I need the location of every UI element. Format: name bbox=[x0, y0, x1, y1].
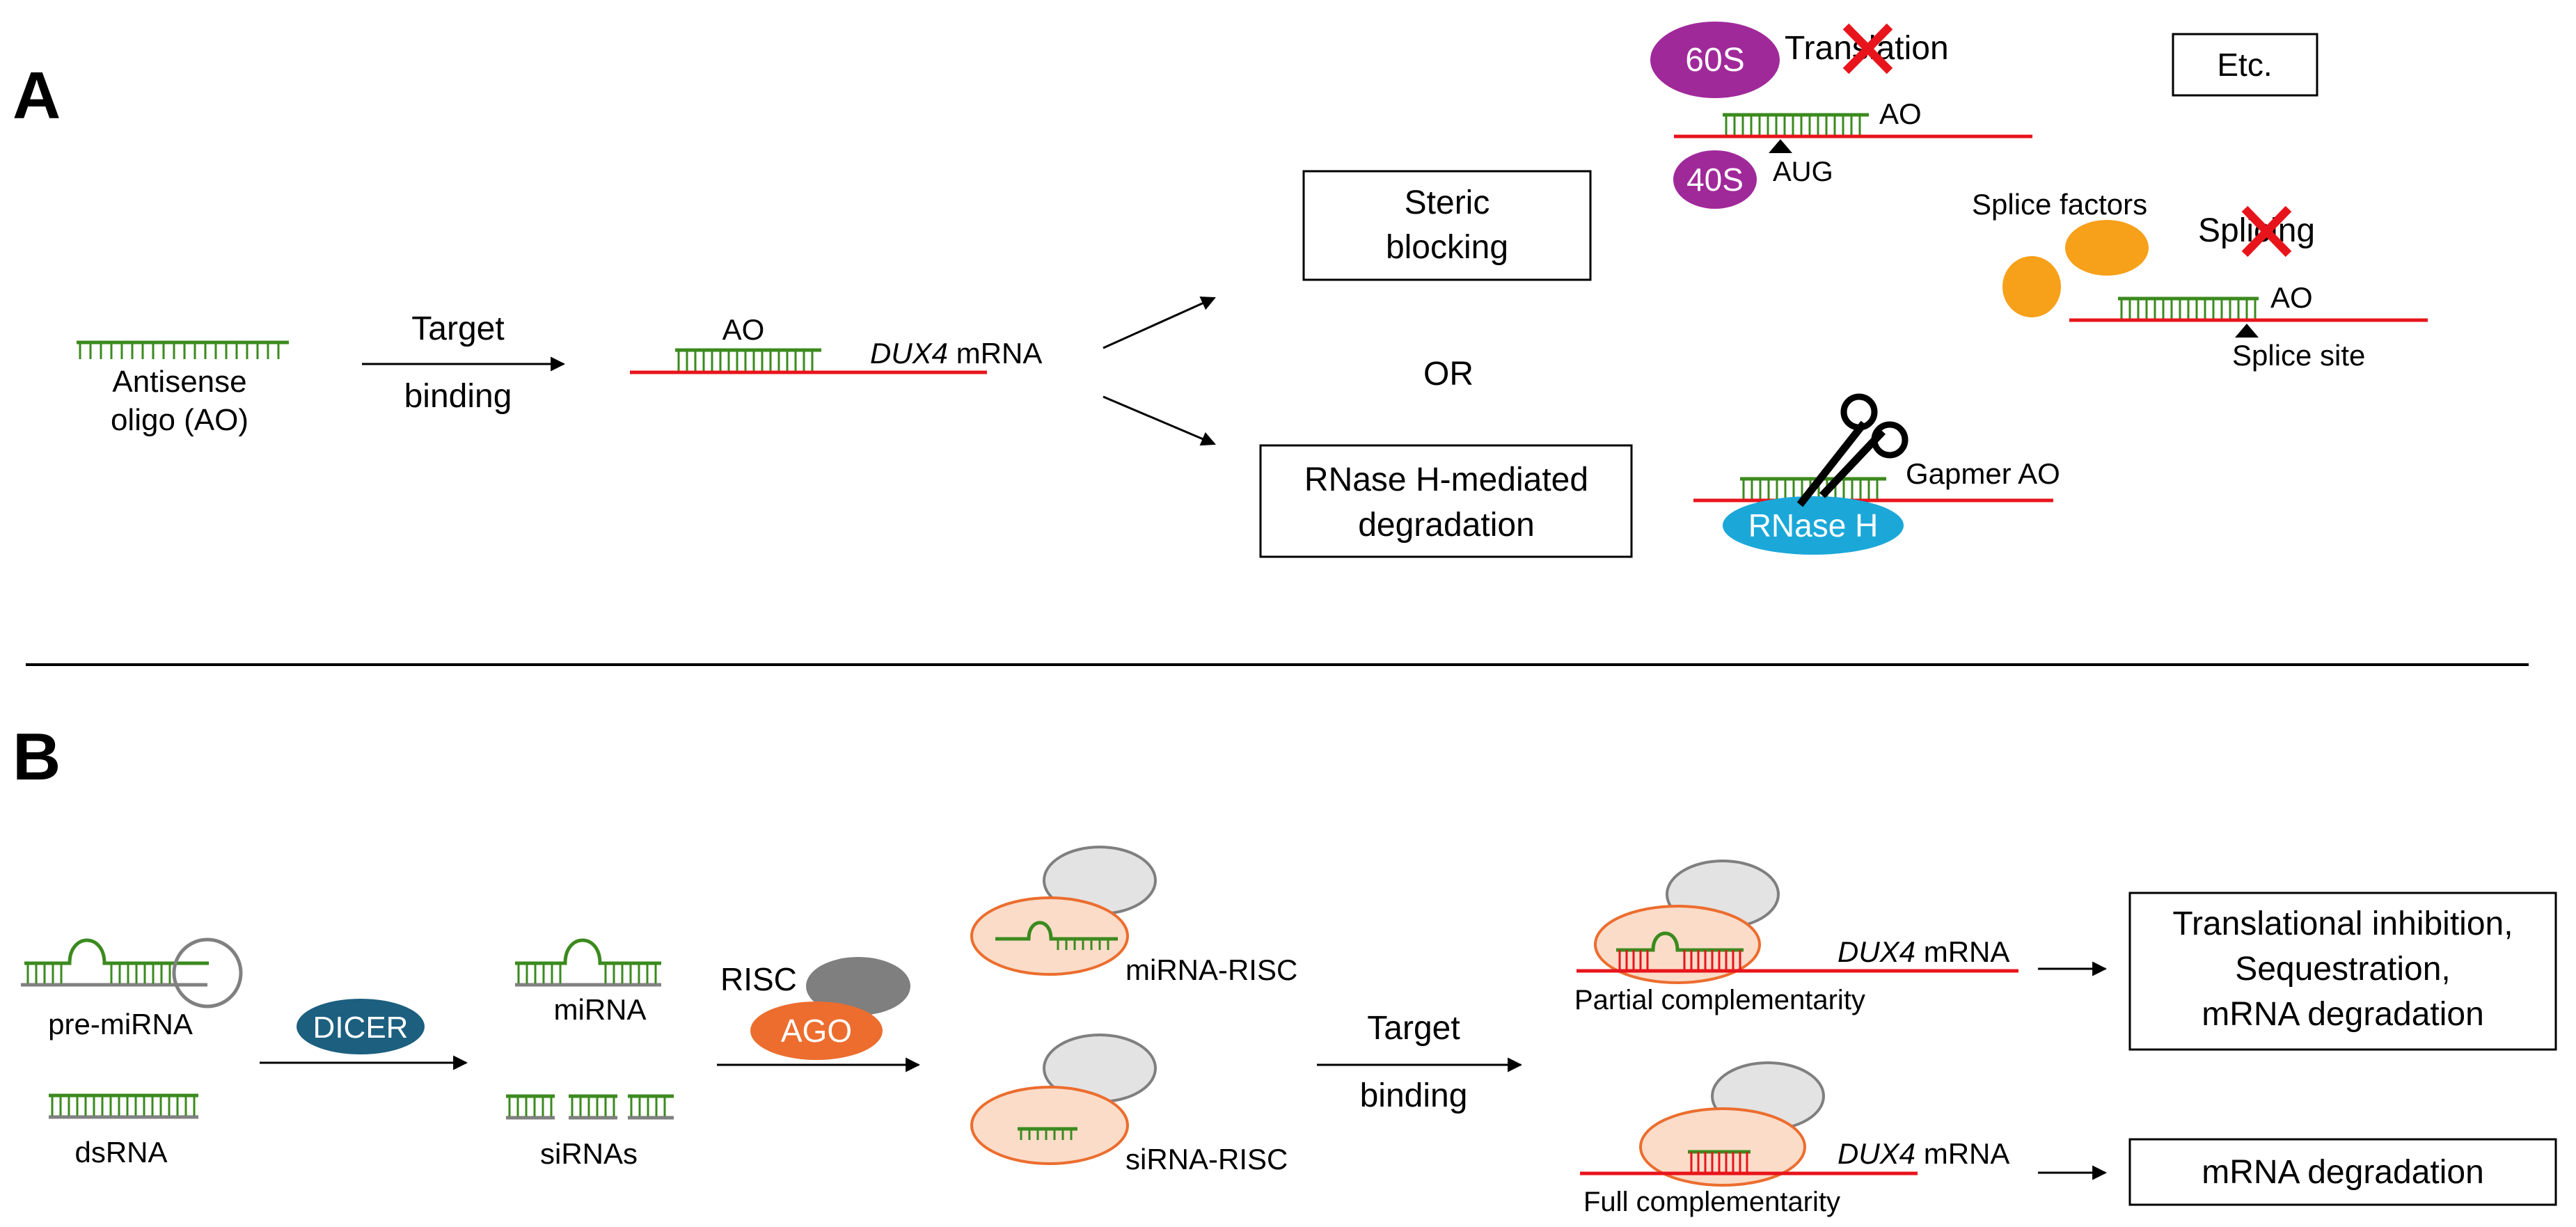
etc-label: Etc. bbox=[2217, 47, 2272, 83]
sirnas-icon bbox=[506, 1094, 674, 1120]
steric-line2: blocking bbox=[1386, 229, 1508, 266]
rnase-h-box bbox=[1259, 444, 1633, 558]
sirna-risc-strand-icon bbox=[1018, 1127, 1077, 1140]
partial-outcome-line3: mRNA degradation bbox=[2202, 996, 2484, 1033]
risc-label: RISC bbox=[720, 961, 797, 997]
gapmer-label: Gapmer AO bbox=[1906, 457, 2060, 490]
ao-translation-label: AO bbox=[1879, 97, 1922, 130]
dicer-label: DICER bbox=[313, 1011, 409, 1045]
ao-duplex-icon bbox=[630, 348, 987, 374]
ao-bound-label: AO bbox=[722, 313, 765, 346]
ribosome-60s-label: 60S bbox=[1685, 42, 1744, 79]
steric-blocking-box bbox=[1302, 170, 1592, 281]
arrow-to-steric bbox=[1103, 296, 1216, 349]
ribosome-40s-label: 40S bbox=[1686, 161, 1744, 198]
ao-splice-duplex-icon bbox=[2069, 296, 2428, 322]
full-duplex-icon bbox=[1580, 1150, 1918, 1175]
splice-site-label: Splice site bbox=[2232, 339, 2365, 372]
dux4-mrna-label-full: DUX4 mRNA bbox=[1838, 1137, 2009, 1170]
rnase-h-label: RNase H bbox=[1748, 507, 1879, 544]
partial-duplex-icon bbox=[1577, 931, 2018, 973]
sirnas-label: siRNAs bbox=[540, 1137, 638, 1170]
aug-label: AUG bbox=[1773, 157, 1833, 187]
mirna-icon bbox=[515, 938, 661, 987]
partial-outcome-box bbox=[2128, 892, 2557, 1051]
dicer-icon bbox=[297, 999, 425, 1054]
mirna-risc-label: miRNA-RISC bbox=[1125, 953, 1297, 986]
partial-complementarity-label: Partial complementarity bbox=[1574, 985, 1865, 1015]
or-label: OR bbox=[1423, 356, 1473, 393]
dux4-mrna-label-a: DUX4 mRNA bbox=[870, 337, 1042, 370]
splice-factors-label: Splice factors bbox=[1972, 188, 2147, 221]
full-outcome-label: mRNA degradation bbox=[2202, 1154, 2484, 1191]
ribosome-40s-icon bbox=[1673, 150, 1757, 209]
dsrna-label: dsRNA bbox=[74, 1136, 167, 1169]
target-binding-b-line1: Target bbox=[1367, 1010, 1460, 1047]
sirna-risc-label: siRNA-RISC bbox=[1125, 1143, 1288, 1175]
splice-site-marker-icon bbox=[2235, 324, 2259, 338]
rnase-h-icon bbox=[1723, 496, 1904, 555]
ago-icon bbox=[750, 1002, 883, 1060]
aug-marker-icon bbox=[1769, 139, 1792, 153]
ao-splice-label: AO bbox=[2270, 281, 2313, 314]
cross-icon-translation bbox=[1842, 23, 1893, 74]
full-complementarity-label: Full complementarity bbox=[1583, 1187, 1840, 1217]
target-binding-a-line1: Target bbox=[411, 310, 504, 347]
splice-factor-icon-1 bbox=[2065, 220, 2149, 276]
splice-factor-icon-2 bbox=[2002, 256, 2061, 317]
rnase-box-line2: degradation bbox=[1358, 507, 1535, 544]
rnase-box-line1: RNase H-mediated bbox=[1304, 461, 1588, 498]
full-outcome-box bbox=[2128, 1138, 2557, 1206]
etc-box bbox=[2172, 33, 2318, 97]
panel-a-label: A bbox=[13, 58, 61, 133]
mirna-label: miRNA bbox=[554, 993, 647, 1026]
ao-translation-duplex-icon bbox=[1674, 113, 2032, 138]
panel-b-label: B bbox=[13, 720, 61, 794]
full-risc-ago-icon bbox=[1639, 1107, 1806, 1187]
arrow-to-rnase bbox=[1103, 395, 1216, 446]
partial-outcome-line2: Sequestration, bbox=[2235, 951, 2451, 988]
ao-label-line2: oligo (AO) bbox=[111, 403, 248, 437]
partial-outcome-line1: Translational inhibition, bbox=[2172, 905, 2513, 942]
sirna-risc-ago-icon bbox=[970, 1086, 1129, 1165]
target-binding-b-line2: binding bbox=[1360, 1077, 1468, 1114]
antisense-oligo-icon bbox=[77, 340, 289, 359]
cross-icon-splicing bbox=[2241, 205, 2292, 258]
pre-mirna-label: pre-miRNA bbox=[48, 1008, 193, 1040]
ribosome-60s-icon bbox=[1650, 22, 1780, 98]
dsrna-icon bbox=[49, 1093, 198, 1119]
risc-icon bbox=[806, 957, 910, 1015]
ao-label-line1: Antisense bbox=[112, 365, 246, 399]
ago-label: AGO bbox=[781, 1013, 852, 1049]
mirna-risc-strand-icon bbox=[995, 921, 1118, 950]
dux4-mrna-label-partial: DUX4 mRNA bbox=[1838, 935, 2009, 968]
pre-mirna-icon bbox=[21, 937, 243, 1008]
target-binding-a-line2: binding bbox=[404, 378, 512, 415]
gapmer-duplex-icon bbox=[1693, 477, 2053, 502]
steric-line1: Steric bbox=[1405, 184, 1490, 221]
scissors-icon bbox=[1796, 393, 1909, 507]
